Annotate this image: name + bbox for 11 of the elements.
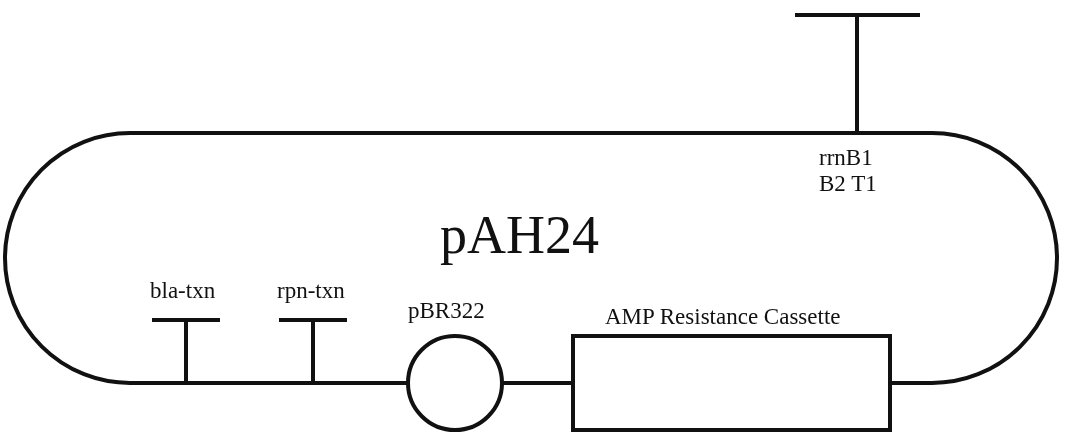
terminator-label: bla-txn bbox=[150, 278, 216, 304]
backbone-line bbox=[857, 131, 1059, 385]
backbone-line bbox=[313, 381, 408, 385]
backbone-line bbox=[3, 131, 857, 385]
plasmid-name: pAH24 bbox=[440, 205, 599, 265]
terminator-label: rrnB1 B2 T1 bbox=[819, 145, 878, 197]
backbone-line bbox=[186, 381, 313, 385]
gene-label: AMP Resistance Cassette bbox=[605, 304, 841, 330]
backbone-line bbox=[502, 381, 573, 385]
terminator-label: rpn-txn bbox=[277, 278, 345, 304]
origin-label: pBR322 bbox=[408, 298, 485, 324]
